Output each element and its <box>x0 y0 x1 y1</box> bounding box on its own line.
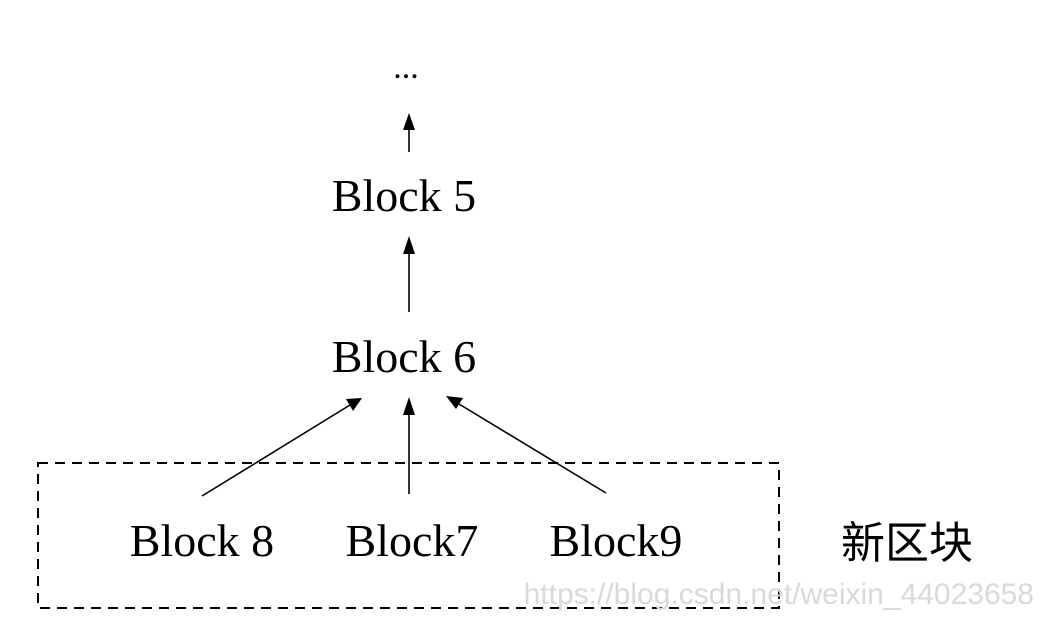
node-block-7: Block7 <box>346 515 479 566</box>
node-block-6: Block 6 <box>332 331 476 382</box>
arrow-block8-to-block6 <box>201 398 362 497</box>
arrow-block6-to-block5 <box>403 236 415 312</box>
ellipsis-label: ... <box>393 49 419 86</box>
node-block-5: Block 5 <box>332 170 476 221</box>
arrow-block5-to-ellipsis <box>403 113 415 152</box>
arrow-block7-to-block6 <box>403 397 415 494</box>
node-block-9: Block9 <box>550 515 683 566</box>
new-blocks-label: 新区块 <box>841 518 973 569</box>
arrow-block9-to-block6 <box>446 396 607 494</box>
node-block-8: Block 8 <box>130 515 274 566</box>
watermark-url: https://blog.csdn.net/weixin_44023658 <box>524 578 1034 611</box>
